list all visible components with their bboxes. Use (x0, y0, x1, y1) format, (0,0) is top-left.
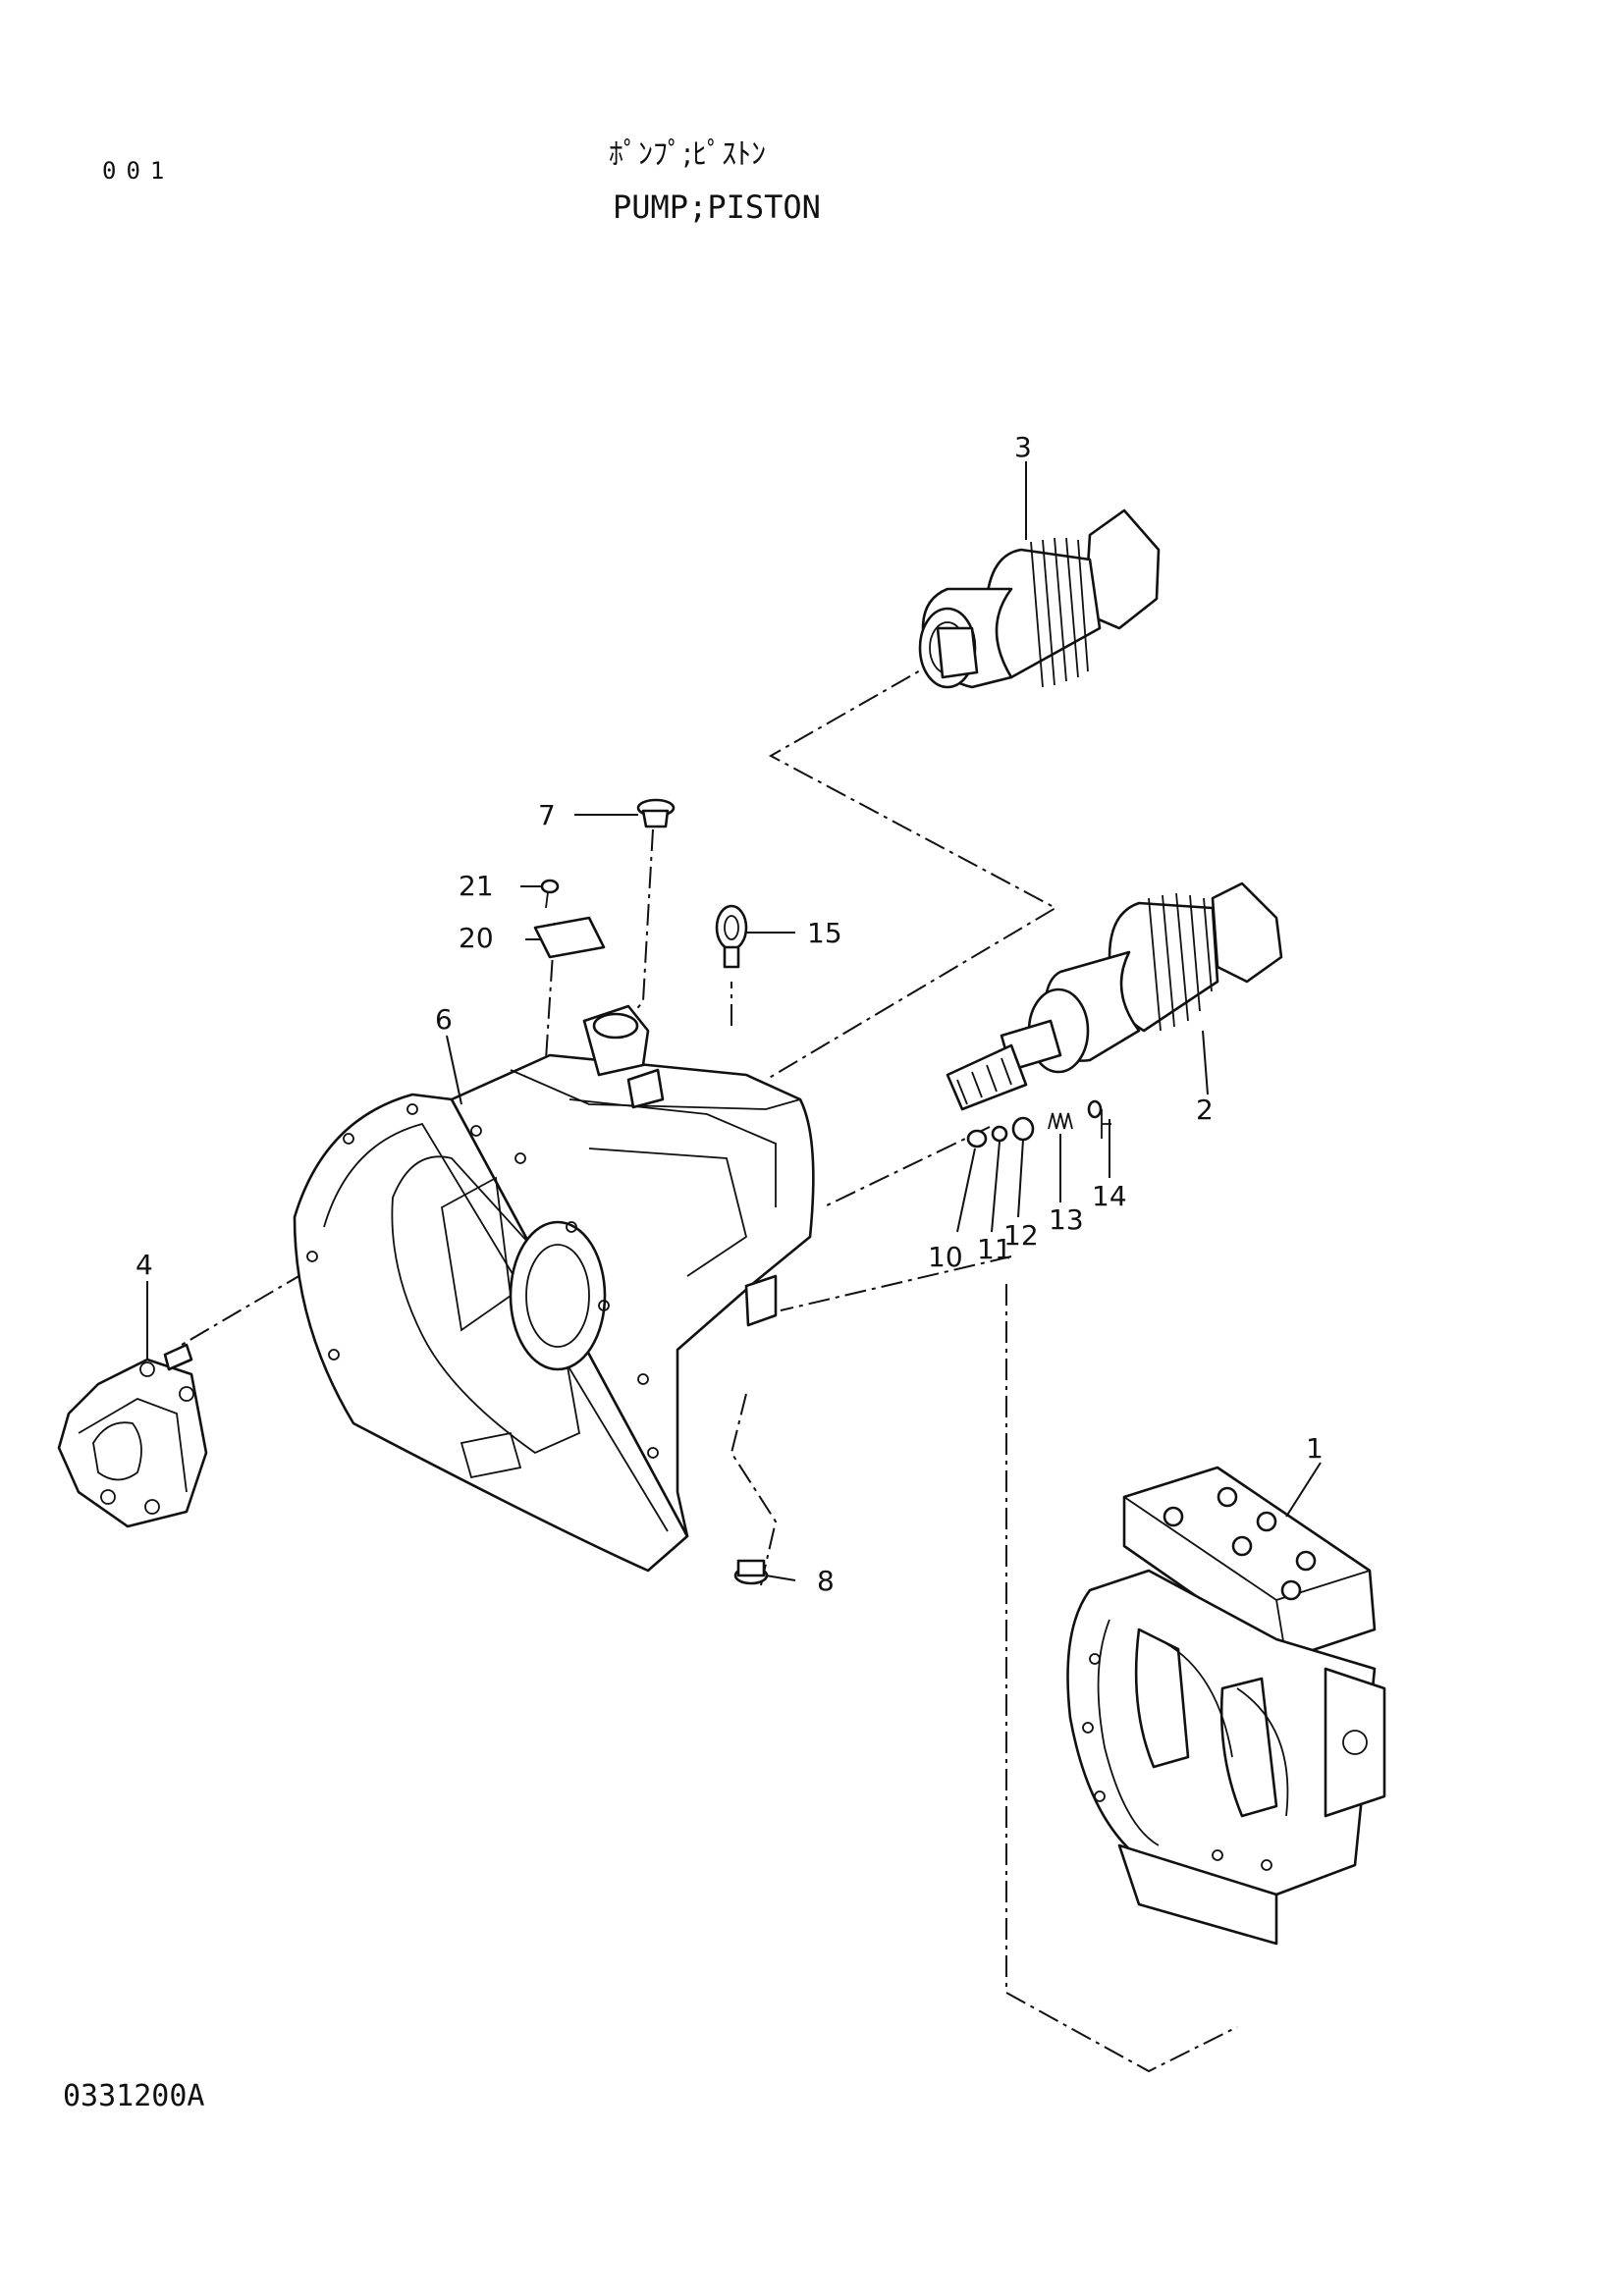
callout-7: 7 (538, 799, 556, 831)
part-7-plug (636, 798, 676, 828)
callout-12: 12 (1003, 1219, 1039, 1252)
callout-14: 14 (1092, 1180, 1127, 1212)
part-11-o-ring (991, 1125, 1008, 1143)
page-title: PUMP;PISTON (613, 188, 821, 226)
page-number: 001 (102, 157, 175, 185)
callout-6: 6 (435, 1003, 453, 1036)
part-2-drive-shaft (946, 881, 1283, 1111)
drawing-reference-code: 0331200A (63, 2079, 205, 2113)
flange-bolt-holes (306, 1103, 659, 1459)
part-8-plug (733, 1559, 769, 1585)
callout-21: 21 (459, 870, 494, 902)
page-title-japanese: ﾎﾟﾝﾌﾟ;ﾋﾟｽﾄﾝ (609, 137, 767, 172)
part-20-name-plate (533, 916, 606, 959)
part-13-spring (1048, 1112, 1073, 1130)
part-10-collar (966, 1129, 988, 1148)
callout-2: 2 (1196, 1094, 1214, 1126)
callout-1: 1 (1306, 1432, 1324, 1465)
callout-3: 3 (1014, 431, 1032, 463)
part-15-eye-bolt (715, 904, 748, 969)
part-3-drive-gear (918, 508, 1161, 689)
callout-4: 4 (135, 1249, 153, 1281)
callout-20: 20 (459, 922, 494, 954)
callout-8: 8 (817, 1565, 835, 1597)
callout-13: 13 (1049, 1203, 1084, 1236)
part-4-regulator (57, 1343, 208, 1528)
part-12-plug (1011, 1116, 1035, 1142)
callout-leaders (146, 461, 1322, 1581)
part-14-pin (1087, 1099, 1111, 1139)
part-6-pump-housing (293, 1004, 815, 1573)
assembly-lines (181, 657, 1238, 2073)
callout-numbers: 1 2 3 4 6 7 8 10 11 12 13 14 15 20 21 (135, 431, 1324, 1597)
part-1-pump-main-unit (1066, 1466, 1386, 1946)
part-21-rivet (540, 879, 560, 909)
callout-15: 15 (807, 917, 842, 949)
callout-11: 11 (977, 1233, 1012, 1265)
callout-10: 10 (928, 1241, 963, 1273)
